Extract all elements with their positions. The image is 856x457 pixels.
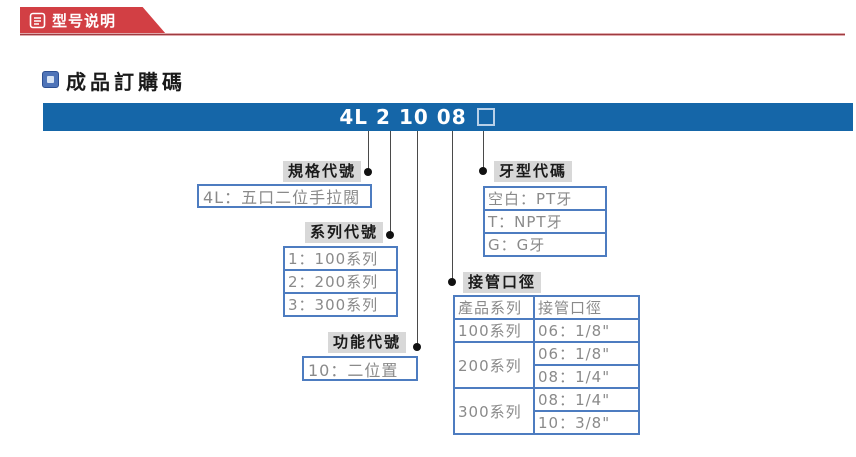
- connector-port: [452, 131, 453, 282]
- order-code-banner: 4L 2 10 08: [43, 103, 853, 131]
- bullet-series: [386, 231, 394, 239]
- connector-spec: [368, 131, 369, 172]
- port-size-cell: 08：1/4": [533, 364, 640, 389]
- port-series-cell: 300系列: [453, 387, 535, 435]
- connector-thread: [483, 131, 484, 171]
- port-size-cell: 06：1/8": [533, 341, 640, 366]
- port-table-header: 產品系列: [453, 295, 535, 320]
- bullet-spec: [364, 168, 372, 176]
- code-segment-port: 08: [436, 105, 467, 129]
- model-description-tab: 型号说明: [20, 7, 166, 34]
- port-series-cell: 100系列: [453, 318, 535, 343]
- thread-code-table: 空白：PT牙 T：NPT牙 G：G牙: [483, 186, 607, 257]
- spec-code-value: 4L：五口二位手拉閥: [197, 184, 372, 208]
- thread-code-label: 牙型代碼: [494, 161, 573, 182]
- thread-option: T：NPT牙: [483, 209, 607, 234]
- series-code-table: 1：100系列 2：200系列 3：300系列: [283, 246, 398, 317]
- port-table-header: 接管口徑: [533, 295, 640, 320]
- series-option: 1：100系列: [283, 246, 398, 271]
- blank-thread-placeholder-icon: [476, 108, 495, 126]
- port-size-table: 產品系列 接管口徑 100系列 06：1/8" 200系列 06：1/8" 08…: [453, 295, 640, 435]
- series-code-label: 系列代號: [305, 222, 384, 243]
- bullet-thread: [479, 167, 487, 175]
- code-segment-series: 2: [376, 105, 391, 129]
- document-icon: [29, 12, 46, 29]
- code-segment-function: 10: [398, 105, 429, 129]
- port-size-cell: 08：1/4": [533, 387, 640, 412]
- port-series-cell: 200系列: [453, 341, 535, 389]
- code-segment-spec: 4L: [339, 105, 369, 129]
- series-option: 3：300系列: [283, 292, 398, 317]
- tab-label: 型号说明: [52, 12, 117, 30]
- thread-option: 空白：PT牙: [483, 186, 607, 211]
- connector-function: [417, 131, 418, 347]
- spec-code-label: 規格代號: [283, 161, 362, 182]
- section-bullet-icon: [42, 71, 59, 88]
- header-rule: [20, 33, 845, 36]
- function-code-value: 10：二位置: [302, 356, 418, 381]
- port-size-label: 接管口徑: [463, 272, 542, 293]
- bullet-function: [413, 343, 421, 351]
- function-code-label: 功能代號: [328, 332, 407, 353]
- series-option: 2：200系列: [283, 269, 398, 294]
- thread-option: G：G牙: [483, 232, 607, 257]
- bullet-port: [448, 278, 456, 286]
- port-size-cell: 06：1/8": [533, 318, 640, 343]
- port-size-cell: 10：3/8": [533, 410, 640, 435]
- connector-series: [390, 131, 391, 235]
- section-title: 成品訂購碼: [66, 70, 186, 94]
